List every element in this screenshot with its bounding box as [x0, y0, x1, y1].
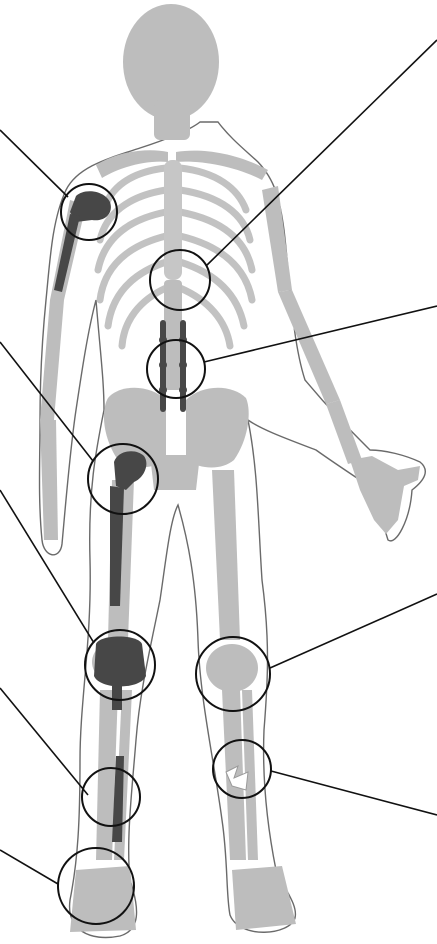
leader-line-knee-right [270, 594, 437, 668]
leader-line-tibia-right [271, 771, 437, 815]
knee-implant [94, 637, 146, 687]
spine [164, 280, 182, 390]
leader-line-foot [0, 850, 58, 884]
leader-line-tibia-left [0, 688, 88, 795]
leader-line-shoulder [0, 130, 68, 197]
head [123, 4, 219, 140]
sternum-bone [164, 160, 182, 280]
